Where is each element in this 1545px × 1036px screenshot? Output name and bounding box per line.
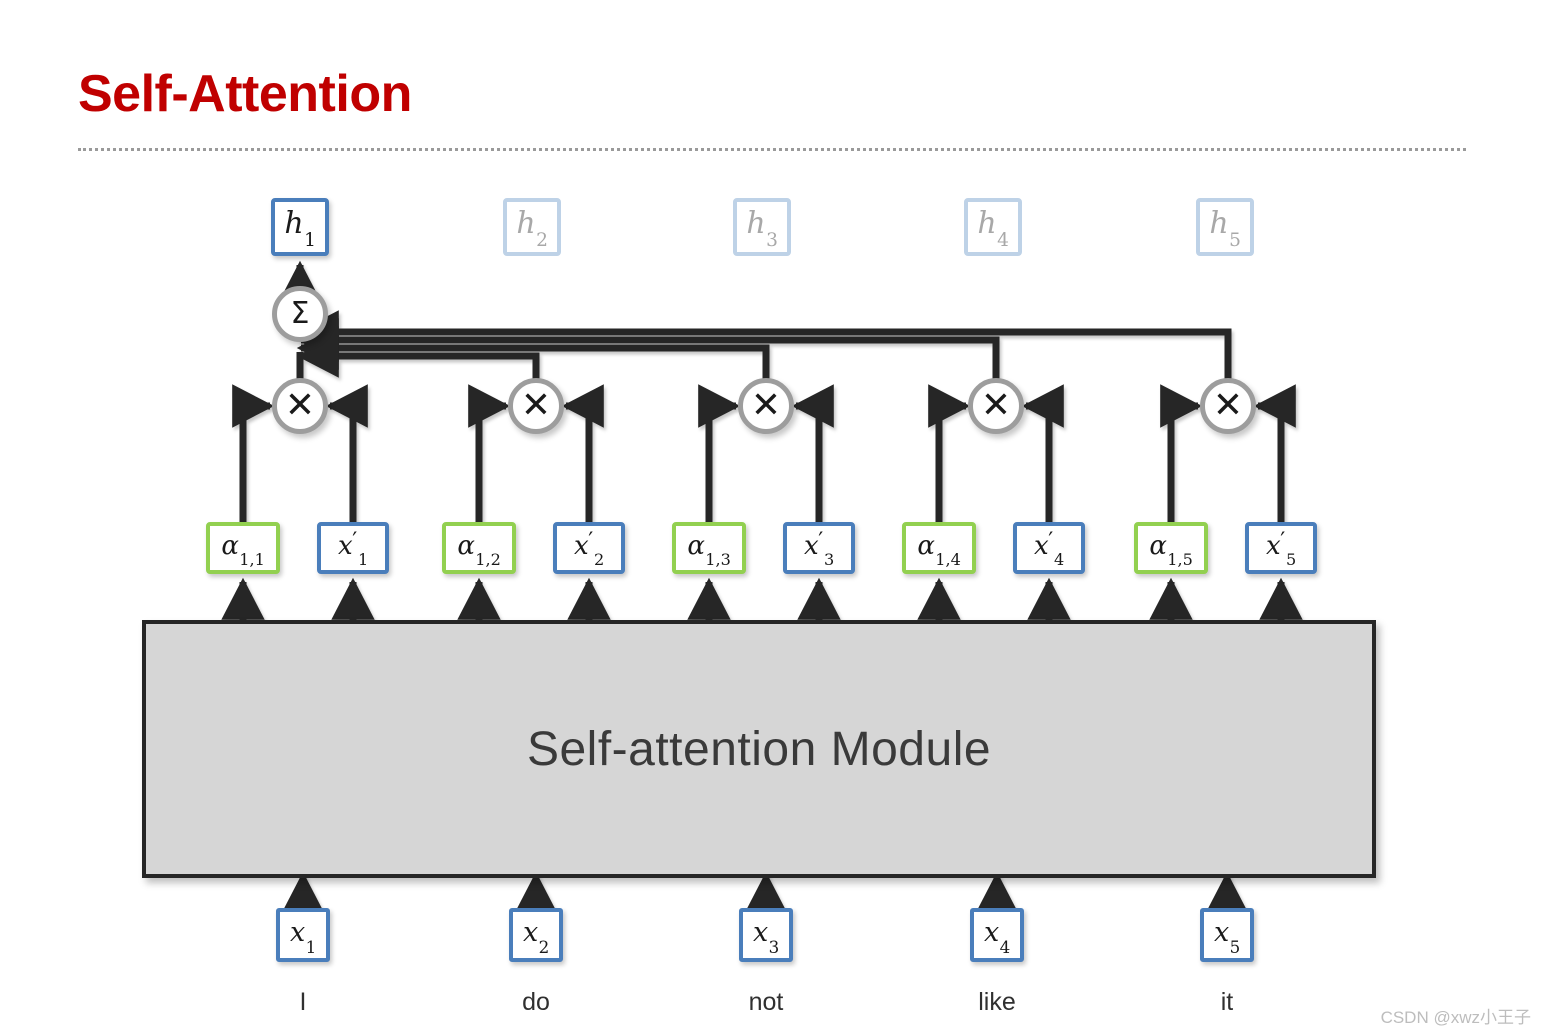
output-label: h2: [516, 206, 548, 251]
attention-weight-box-1[interactable]: α1,1: [206, 522, 280, 574]
output-box-h3[interactable]: h3: [733, 198, 791, 256]
output-box-h2[interactable]: h2: [503, 198, 561, 256]
multiply-glyph: ✕: [750, 385, 782, 426]
title-divider: [78, 148, 1466, 151]
value-box-4[interactable]: x′4: [1013, 522, 1085, 574]
input-box-x2[interactable]: x2: [509, 908, 563, 962]
value-label: x′3: [804, 527, 835, 569]
self-attention-module[interactable]: Self-attention Module: [142, 620, 1376, 878]
value-box-2[interactable]: x′2: [553, 522, 625, 574]
input-label: x1: [290, 917, 317, 957]
output-label: h1: [284, 206, 316, 251]
input-box-x3[interactable]: x3: [739, 908, 793, 962]
multiply-glyph: ✕: [1212, 385, 1244, 426]
token-word-4: like: [978, 988, 1016, 1016]
input-box-x1[interactable]: x1: [276, 908, 330, 962]
attention-weight-box-4[interactable]: α1,4: [902, 522, 976, 574]
sigma-glyph: Σ: [290, 296, 310, 331]
value-box-1[interactable]: x′1: [317, 522, 389, 574]
attention-weight-label: α1,5: [1149, 530, 1193, 569]
token-word-5: it: [1220, 988, 1234, 1016]
input-label: x4: [984, 917, 1011, 957]
token-word-2: do: [522, 988, 550, 1016]
multiply-glyph: ✕: [980, 385, 1012, 426]
output-label: h5: [1209, 206, 1241, 251]
output-box-h5[interactable]: h5: [1196, 198, 1254, 256]
sigma-summation-icon: Σ: [272, 286, 328, 342]
module-label: Self-attention Module: [526, 722, 992, 776]
value-label: x′2: [574, 527, 605, 569]
token-word-3: not: [748, 988, 784, 1016]
output-label: h4: [977, 206, 1009, 251]
token-word-1: I: [299, 988, 307, 1016]
attention-weight-label: α1,2: [457, 530, 501, 569]
attention-weight-box-2[interactable]: α1,2: [442, 522, 516, 574]
input-label: x3: [753, 917, 780, 957]
input-label: x5: [1214, 917, 1241, 957]
value-label: x′1: [338, 527, 369, 569]
multiply-icon-2: ✕: [508, 378, 564, 434]
value-label: x′4: [1034, 527, 1065, 569]
attention-weight-box-3[interactable]: α1,3: [672, 522, 746, 574]
attention-weight-box-5[interactable]: α1,5: [1134, 522, 1208, 574]
value-box-5[interactable]: x′5: [1245, 522, 1317, 574]
input-box-x4[interactable]: x4: [970, 908, 1024, 962]
multiply-icon-4: ✕: [968, 378, 1024, 434]
watermark: CSDN @xwz小王子: [1380, 1008, 1531, 1027]
output-box-h1[interactable]: h1: [271, 198, 329, 256]
input-label: x2: [523, 917, 550, 957]
output-label: h3: [746, 206, 778, 251]
multiply-glyph: ✕: [520, 385, 552, 426]
attention-weight-label: α1,4: [917, 530, 961, 569]
multiply-icon-1: ✕: [272, 378, 328, 434]
multiply-icon-5: ✕: [1200, 378, 1256, 434]
attention-weight-label: α1,1: [221, 530, 265, 569]
value-box-3[interactable]: x′3: [783, 522, 855, 574]
attention-weight-label: α1,3: [687, 530, 731, 569]
page-title: Self-Attention: [78, 65, 412, 123]
input-box-x5[interactable]: x5: [1200, 908, 1254, 962]
output-box-h4[interactable]: h4: [964, 198, 1022, 256]
multiply-icon-3: ✕: [738, 378, 794, 434]
value-label: x′5: [1266, 527, 1297, 569]
multiply-glyph: ✕: [284, 385, 316, 426]
